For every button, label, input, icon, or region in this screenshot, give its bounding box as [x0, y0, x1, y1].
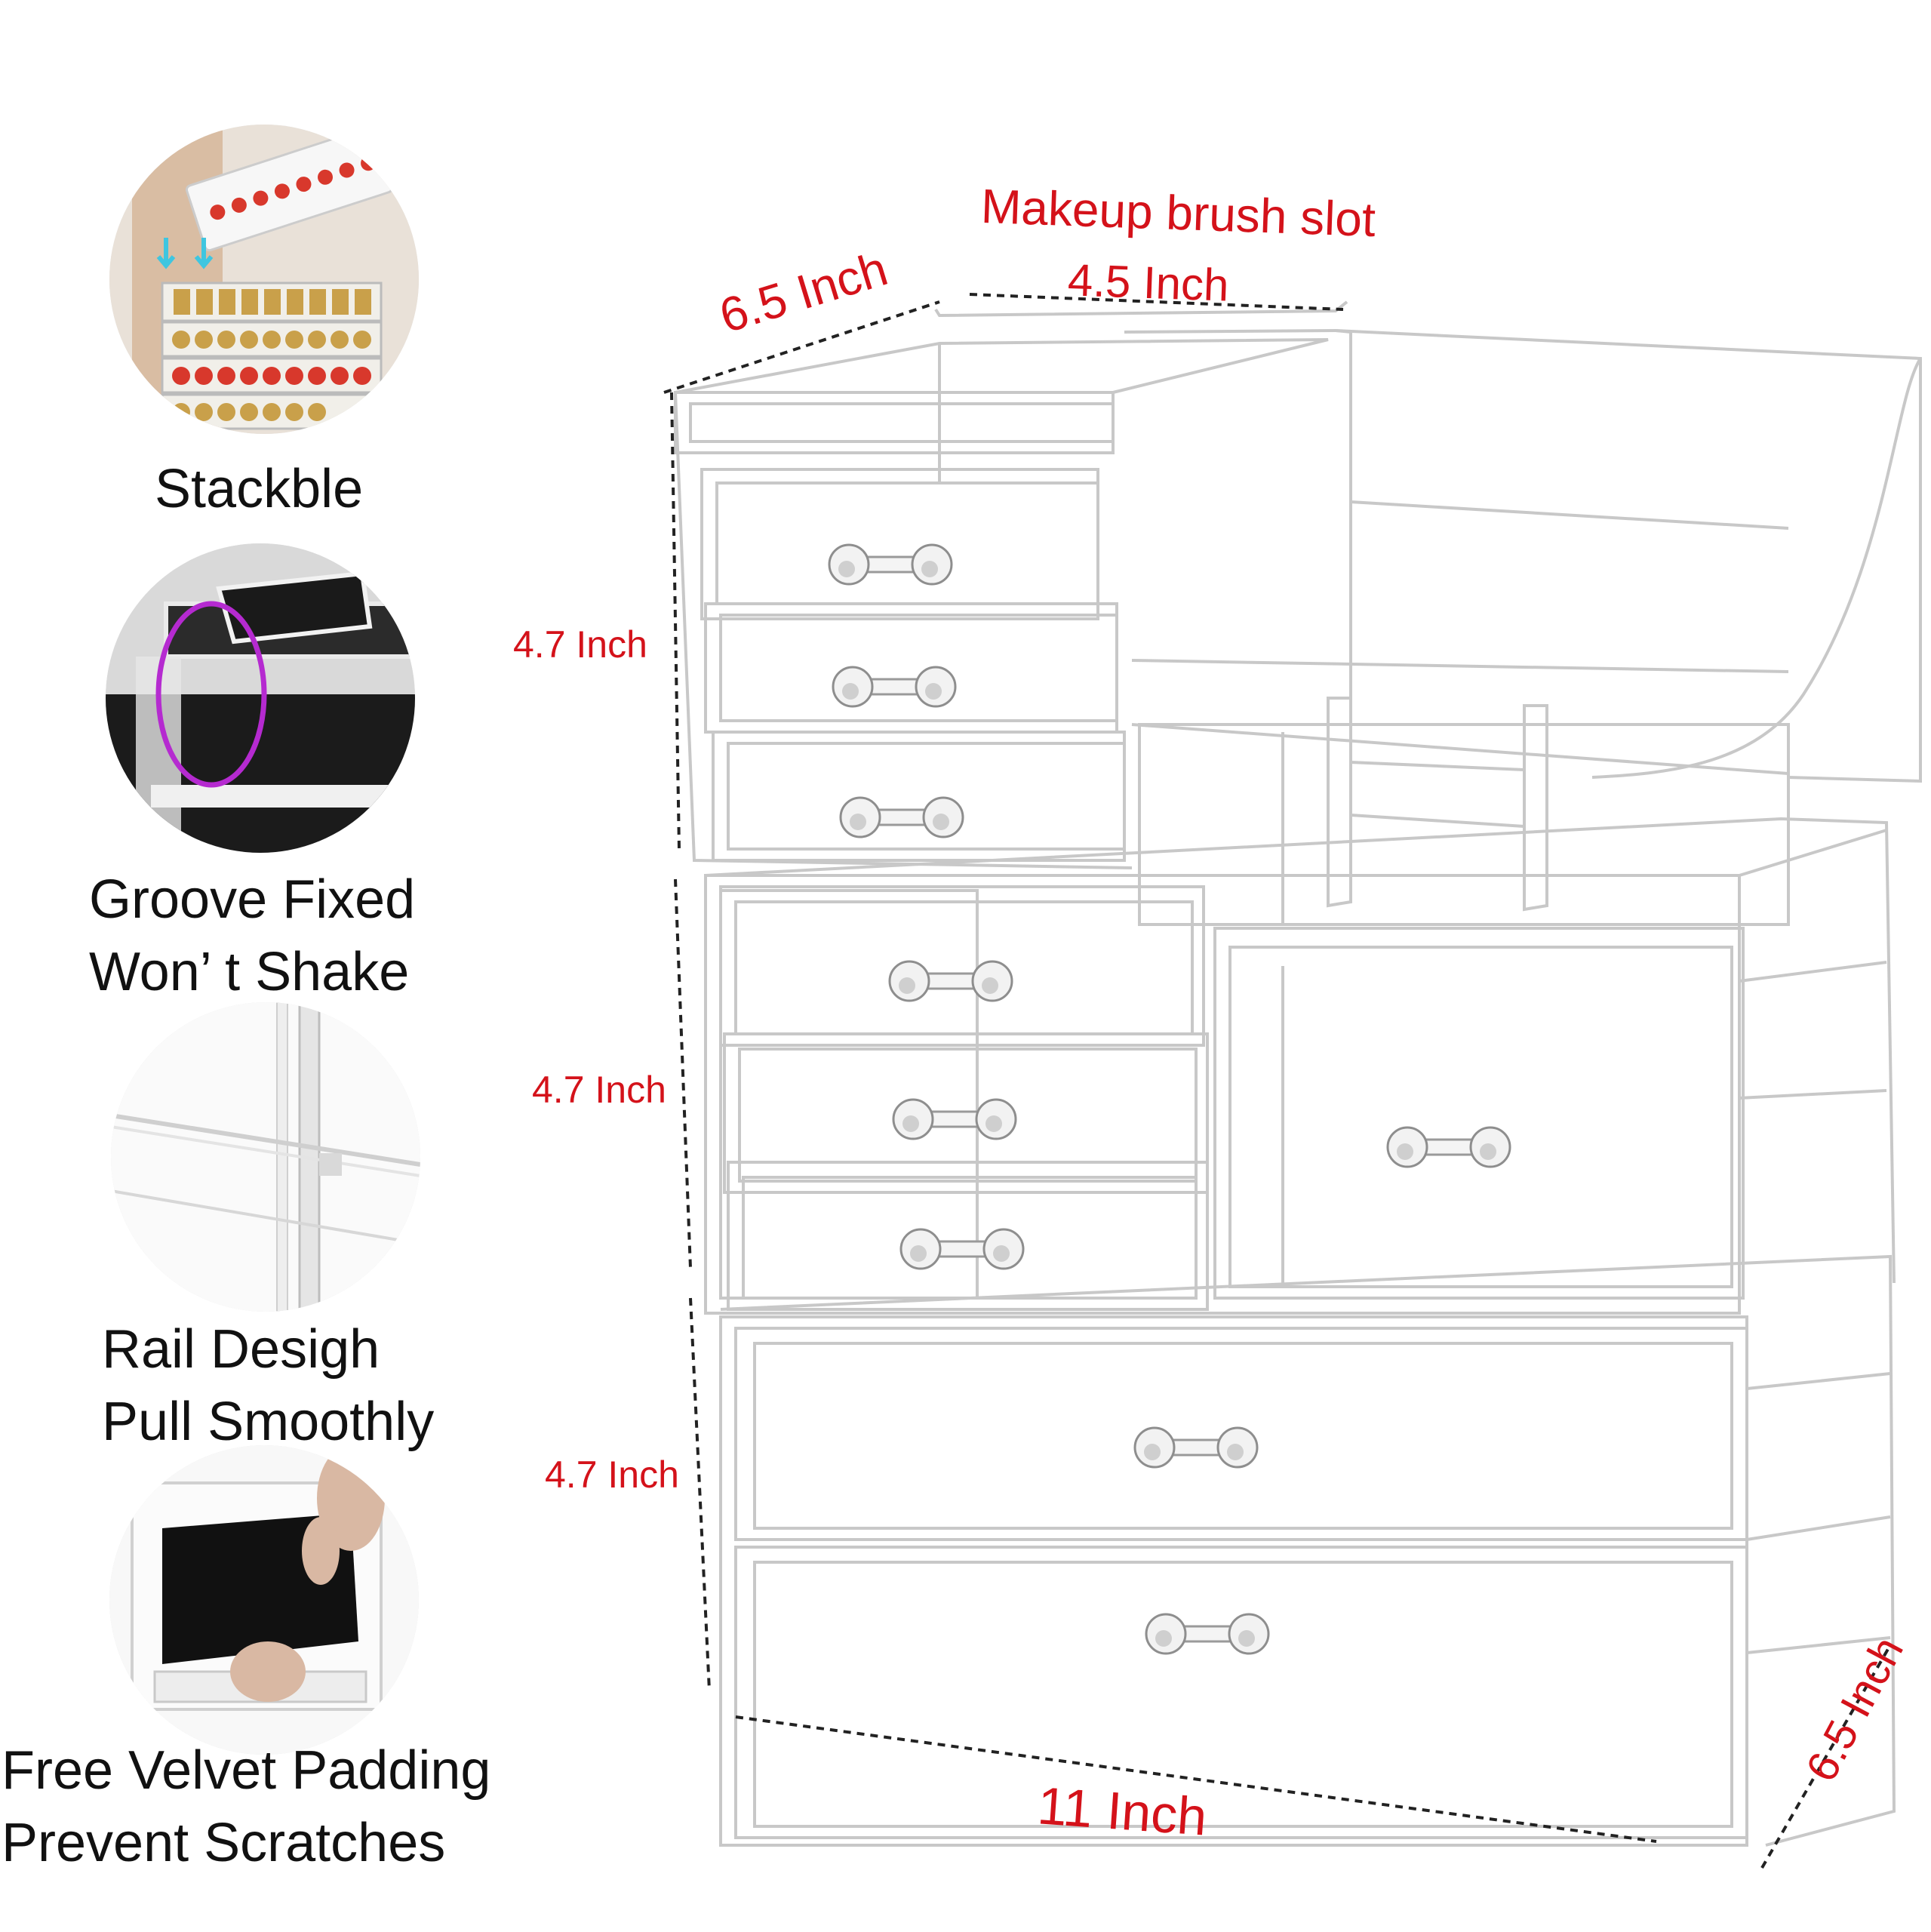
velvet-pad-hands-icon	[109, 1445, 419, 1755]
feature-label-groove: Groove Fixed Won’ t Shake	[89, 869, 416, 1002]
groove-photo	[106, 543, 415, 853]
rail-closeup-icon	[111, 1002, 420, 1312]
velvet-photo	[109, 1445, 419, 1755]
label-brush-width: 4.5 Inch	[1066, 254, 1230, 311]
label-tier2-height: 4.7 Inch	[532, 1069, 666, 1111]
stacked-lipstick-trays-icon	[109, 125, 419, 434]
label-tier1-height: 4.7 Inch	[513, 623, 647, 666]
stackable-photo	[109, 125, 419, 434]
label-tier3-height: 4.7 Inch	[545, 1454, 679, 1496]
rail-photo	[111, 1002, 420, 1312]
feature-label-velvet: Free Velvet Padding Prevent Scratches	[2, 1740, 491, 1873]
feature-label-rail: Rail Desigh Pull Smoothly	[102, 1319, 435, 1452]
feature-label-stackable: Stackble	[155, 459, 364, 519]
label-base-width: 11 Inch	[1035, 1776, 1209, 1847]
groove-closeup-icon	[106, 543, 415, 853]
